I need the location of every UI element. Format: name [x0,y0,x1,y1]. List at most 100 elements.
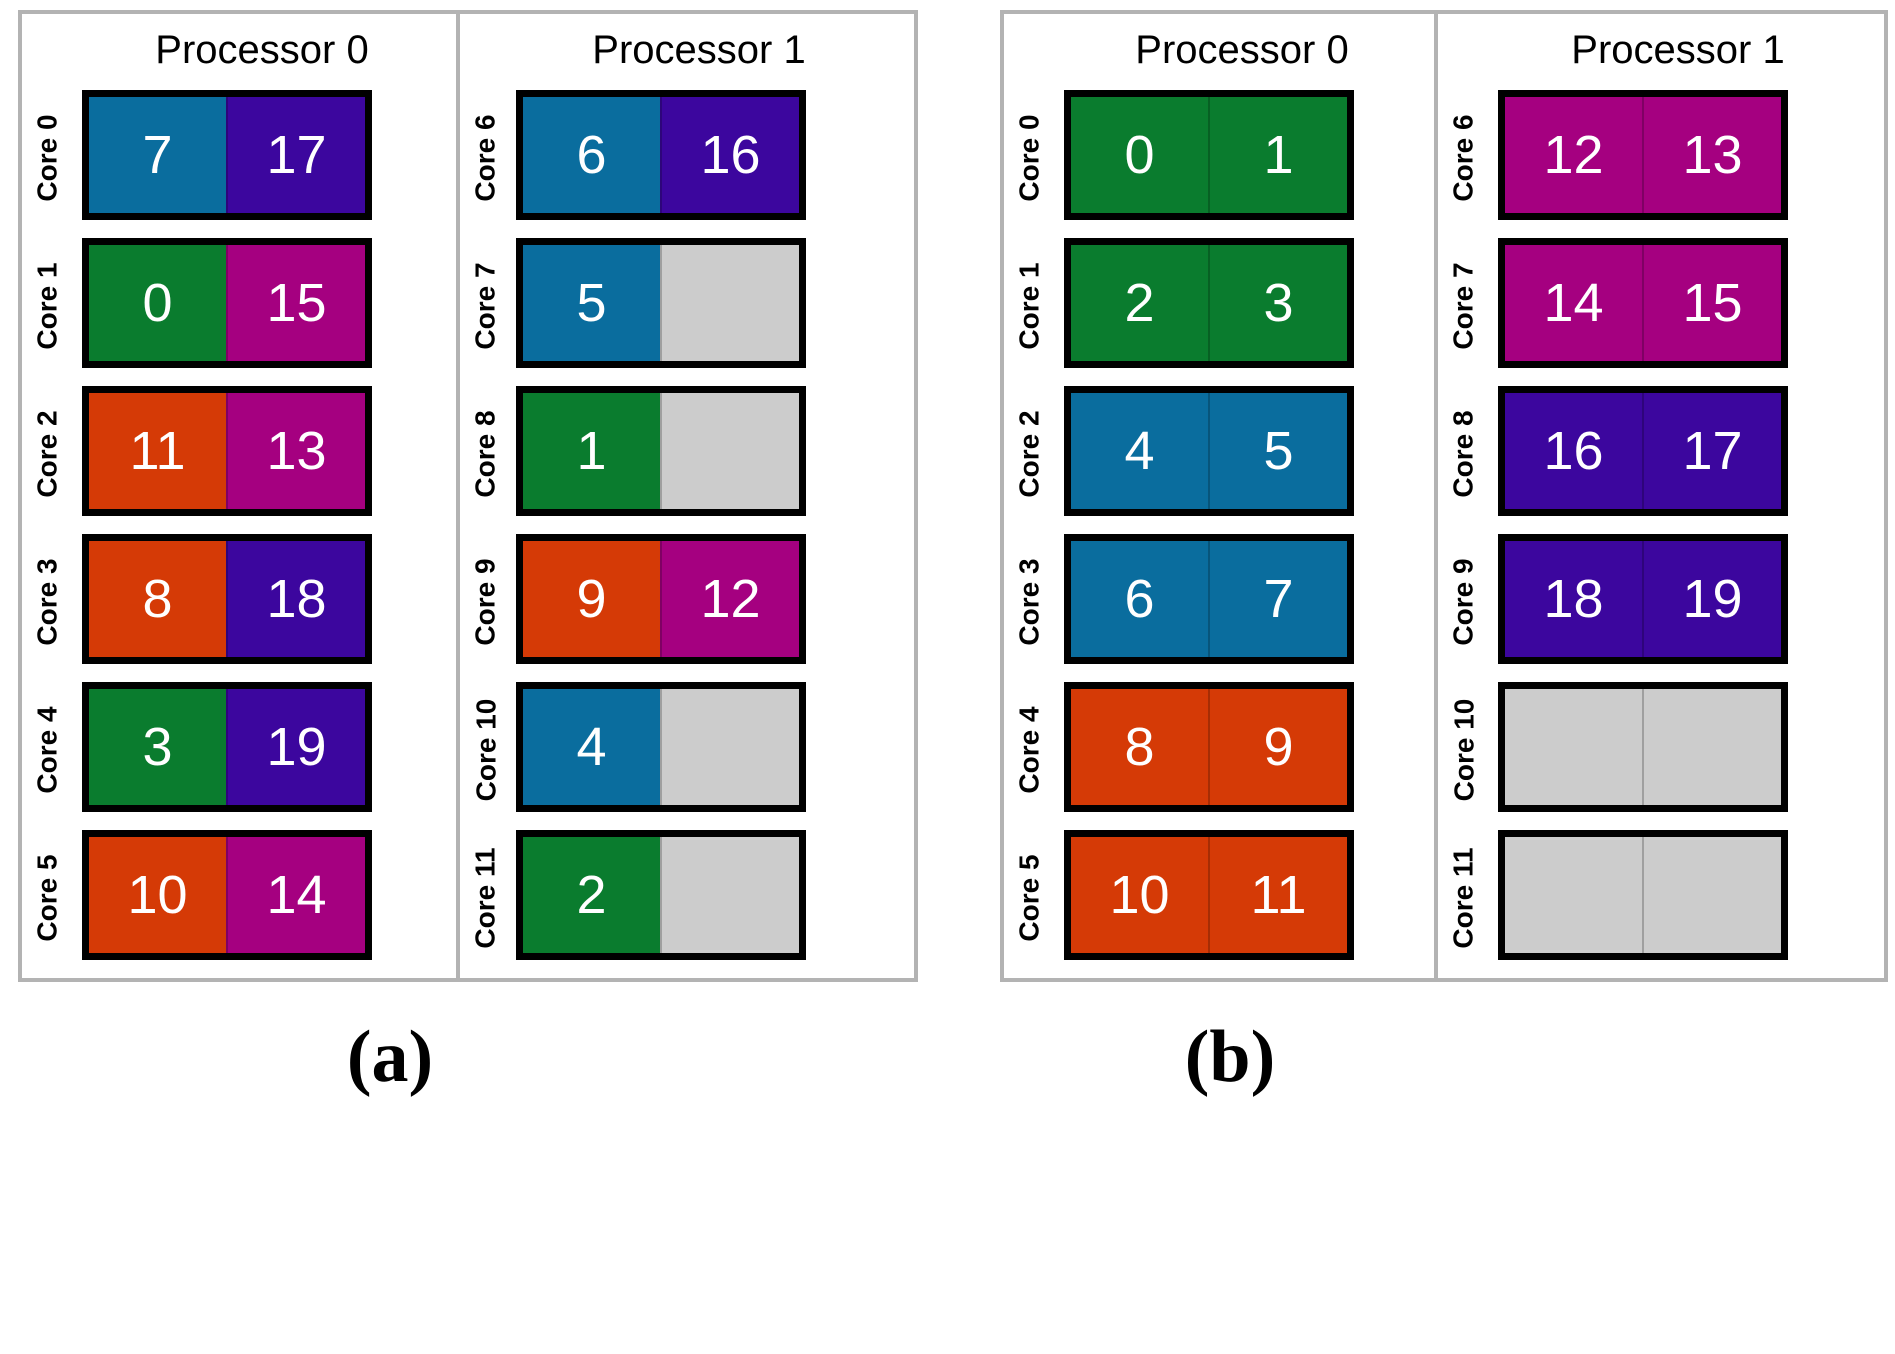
thread-cell[interactable]: 9 [1208,689,1347,805]
thread-cell[interactable]: 2 [523,837,660,953]
thread-cell[interactable]: 15 [226,245,365,361]
thread-cell[interactable]: 12 [1505,97,1642,213]
thread-cell[interactable]: 14 [1505,245,1642,361]
thread-cell[interactable]: 19 [1642,541,1781,657]
thread-cell[interactable]: 1 [1208,97,1347,213]
thread-cell-empty[interactable] [1642,689,1781,805]
thread-cell[interactable]: 2 [1071,245,1208,361]
thread-cell[interactable]: 10 [89,837,226,953]
thread-cell[interactable]: 4 [523,689,660,805]
thread-cell[interactable]: 10 [1071,837,1208,953]
thread-cell[interactable]: 17 [226,97,365,213]
thread-cell[interactable]: 18 [226,541,365,657]
thread-cell[interactable]: 14 [226,837,365,953]
core-label-text: Core 4 [1014,706,1045,794]
core-box[interactable]: 5 [516,238,806,368]
thread-cell-empty[interactable] [660,245,799,361]
core-label: Core 5 [1004,824,1056,972]
thread-cell[interactable]: 6 [1071,541,1208,657]
thread-cell-empty[interactable] [1642,837,1781,953]
thread-cell[interactable]: 9 [523,541,660,657]
thread-cell[interactable]: 18 [1505,541,1642,657]
thread-cell[interactable]: 7 [89,97,226,213]
core-box[interactable]: 4 [516,682,806,812]
core-label: Core 2 [1004,380,1056,528]
core-label: Core 0 [22,84,74,232]
thread-cell[interactable]: 5 [523,245,660,361]
thread-cell-empty[interactable] [1505,689,1642,805]
thread-cell-empty[interactable] [660,837,799,953]
core-label-text: Core 7 [470,262,501,350]
core-label-text: Core 1 [32,262,63,350]
core-label-text: Core 0 [1014,114,1045,202]
thread-cell[interactable]: 4 [1071,393,1208,509]
core-box[interactable]: 2 [516,830,806,960]
thread-cell[interactable]: 0 [1071,97,1208,213]
thread-cell[interactable]: 5 [1208,393,1347,509]
core-label: Core 1 [1004,232,1056,380]
core-label-text: Core 3 [1014,558,1045,646]
thread-cell[interactable]: 1 [523,393,660,509]
thread-cell[interactable]: 3 [1208,245,1347,361]
core-label-text: Core 11 [1448,847,1480,949]
core-label: Core 8 [1438,380,1490,528]
thread-cell-empty[interactable] [660,393,799,509]
core-box[interactable] [1498,830,1788,960]
core-box[interactable]: 1 [516,386,806,516]
thread-cell[interactable]: 15 [1642,245,1781,361]
thread-cell[interactable]: 8 [89,541,226,657]
thread-cell[interactable]: 7 [1208,541,1347,657]
thread-cell[interactable]: 11 [1208,837,1347,953]
core-label: Core 9 [1438,528,1490,676]
core-row: Core 11 [1438,824,1884,972]
thread-cell[interactable]: 12 [660,541,799,657]
core-label-text: Core 8 [470,410,501,498]
processor-title: Processor 1 [592,28,806,72]
thread-cell[interactable]: 16 [660,97,799,213]
thread-cell[interactable]: 11 [89,393,226,509]
core-box[interactable] [1498,682,1788,812]
thread-cell[interactable]: 3 [89,689,226,805]
thread-cell[interactable]: 13 [226,393,365,509]
thread-cell[interactable]: 13 [1642,97,1781,213]
core-label: Core 4 [22,676,74,824]
thread-cell[interactable]: 8 [1071,689,1208,805]
thread-cell[interactable]: 17 [1642,393,1781,509]
core-label: Core 7 [1438,232,1490,380]
thread-cell-empty[interactable] [660,689,799,805]
thread-cell-empty[interactable] [1505,837,1642,953]
thread-cell[interactable]: 6 [523,97,660,213]
thread-cell[interactable]: 0 [89,245,226,361]
thread-cell[interactable]: 16 [1505,393,1642,509]
thread-cell[interactable]: 19 [226,689,365,805]
core-label: Core 6 [460,84,512,232]
core-label: Core 5 [22,824,74,972]
subfigure-caption-a: (a) [346,1016,434,1098]
